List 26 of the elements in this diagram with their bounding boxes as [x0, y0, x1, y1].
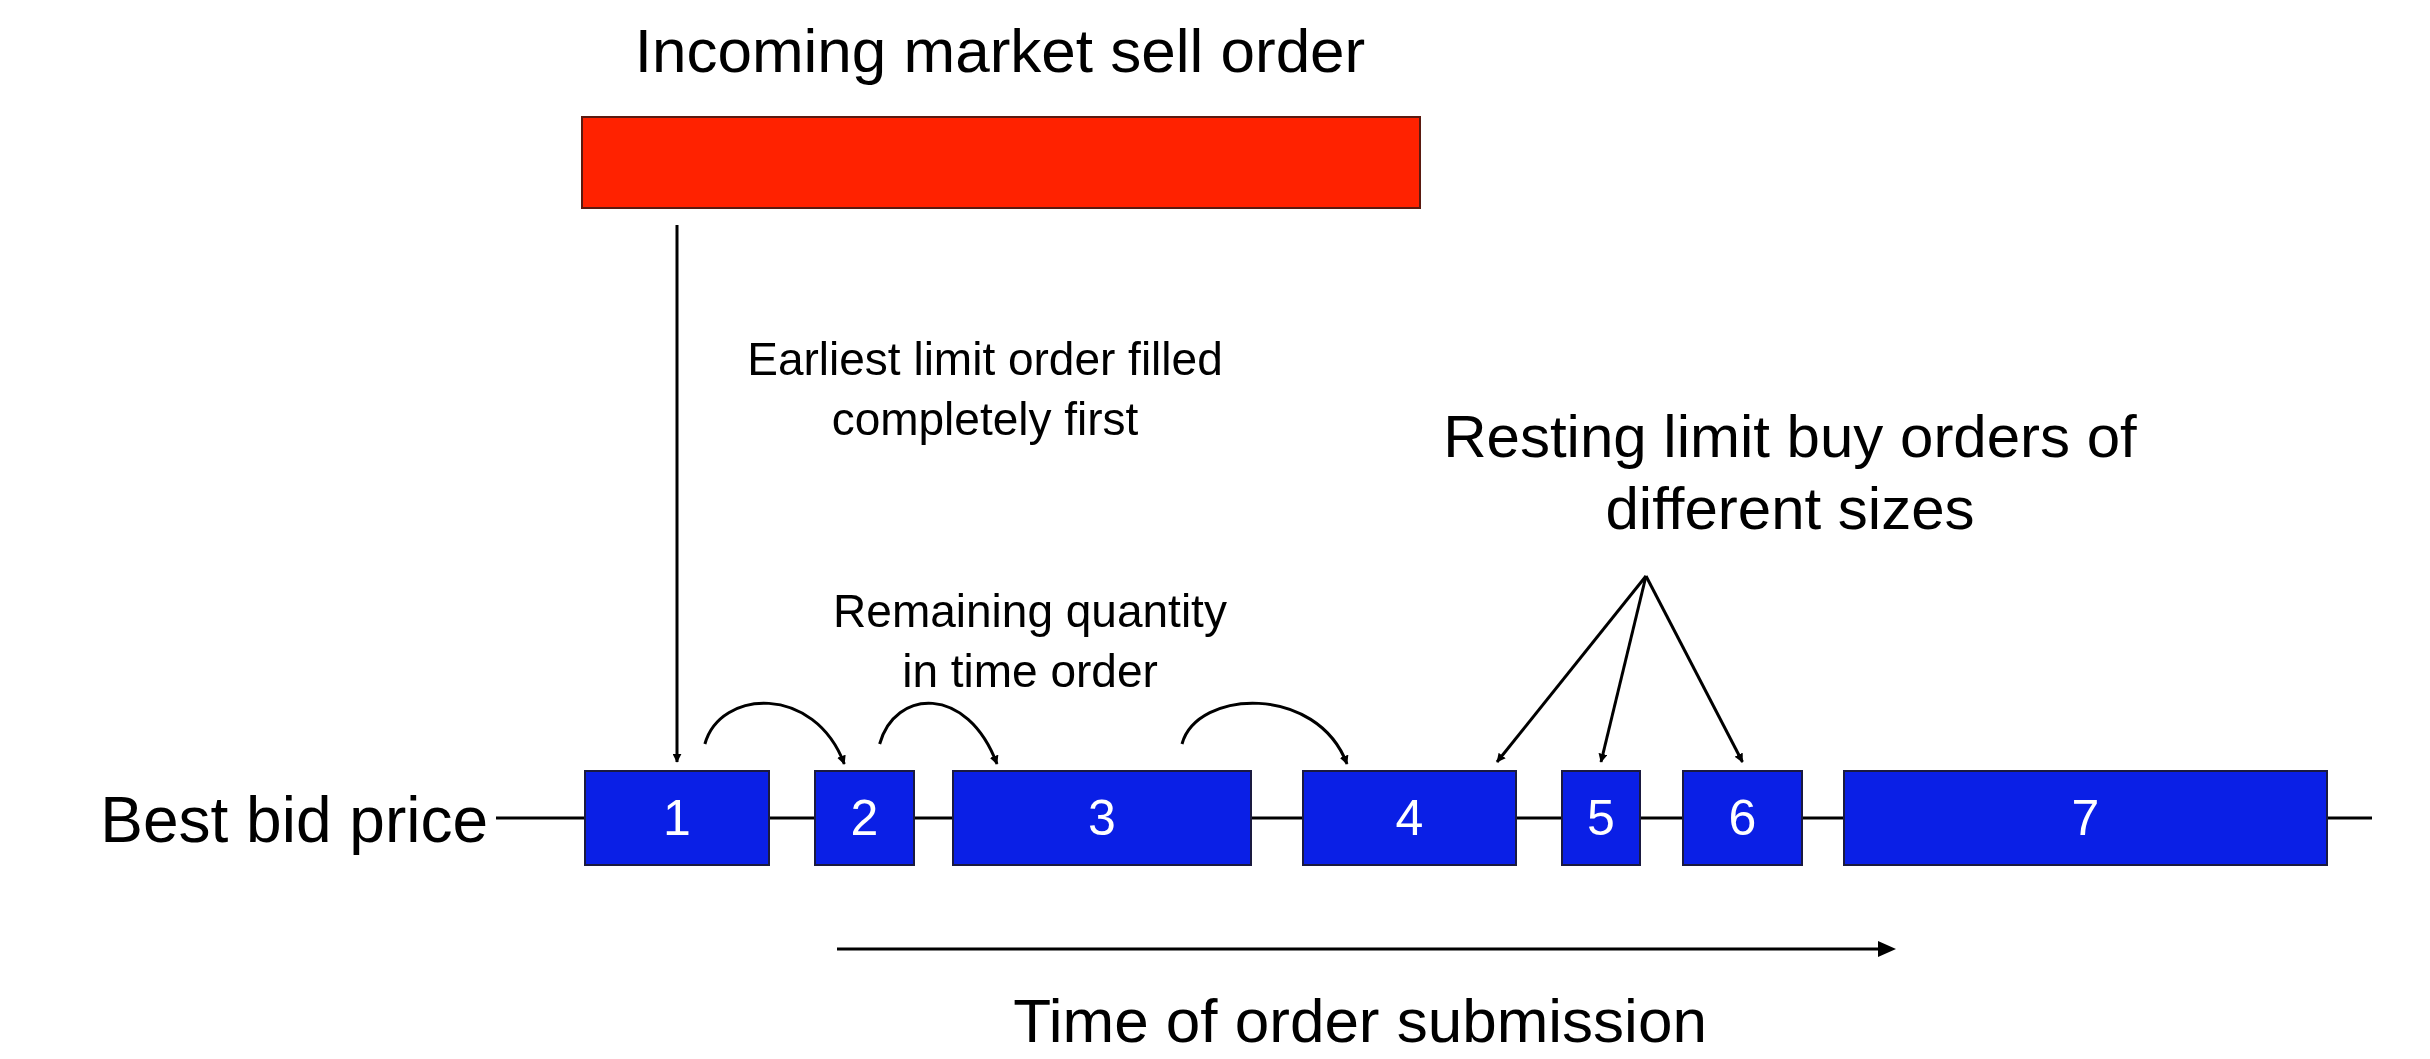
arrow — [703, 701, 846, 765]
order-box: 7 — [1843, 770, 2328, 866]
connector-line — [2328, 816, 2372, 820]
connector-line — [1517, 816, 1561, 820]
price-level-label: Best bid price — [10, 780, 496, 860]
arrow — [1495, 575, 1648, 763]
connector-line — [1252, 816, 1302, 820]
order-box: 3 — [952, 770, 1252, 866]
annotation-text: Resting limit buy orders of different sizes — [1410, 398, 2170, 548]
arrow — [1180, 701, 1349, 765]
order-box: 6 — [1682, 770, 1803, 866]
arrow — [672, 225, 682, 763]
connector-line — [915, 816, 952, 820]
caption-text: Remaining quantity in time order — [832, 584, 1228, 699]
connector-line — [770, 816, 814, 820]
connector-line — [1803, 816, 1843, 820]
order-box: 4 — [1302, 770, 1517, 866]
connector-line — [1641, 816, 1682, 820]
order-box: 1 — [584, 770, 770, 866]
order-box: 2 — [814, 770, 915, 866]
arrow — [1644, 575, 1744, 763]
order-box: 5 — [1561, 770, 1641, 866]
arrow — [878, 701, 999, 765]
connector-line — [496, 816, 584, 820]
arrow — [1598, 575, 1648, 763]
caption-text: Time of order submission — [1012, 990, 1708, 1052]
